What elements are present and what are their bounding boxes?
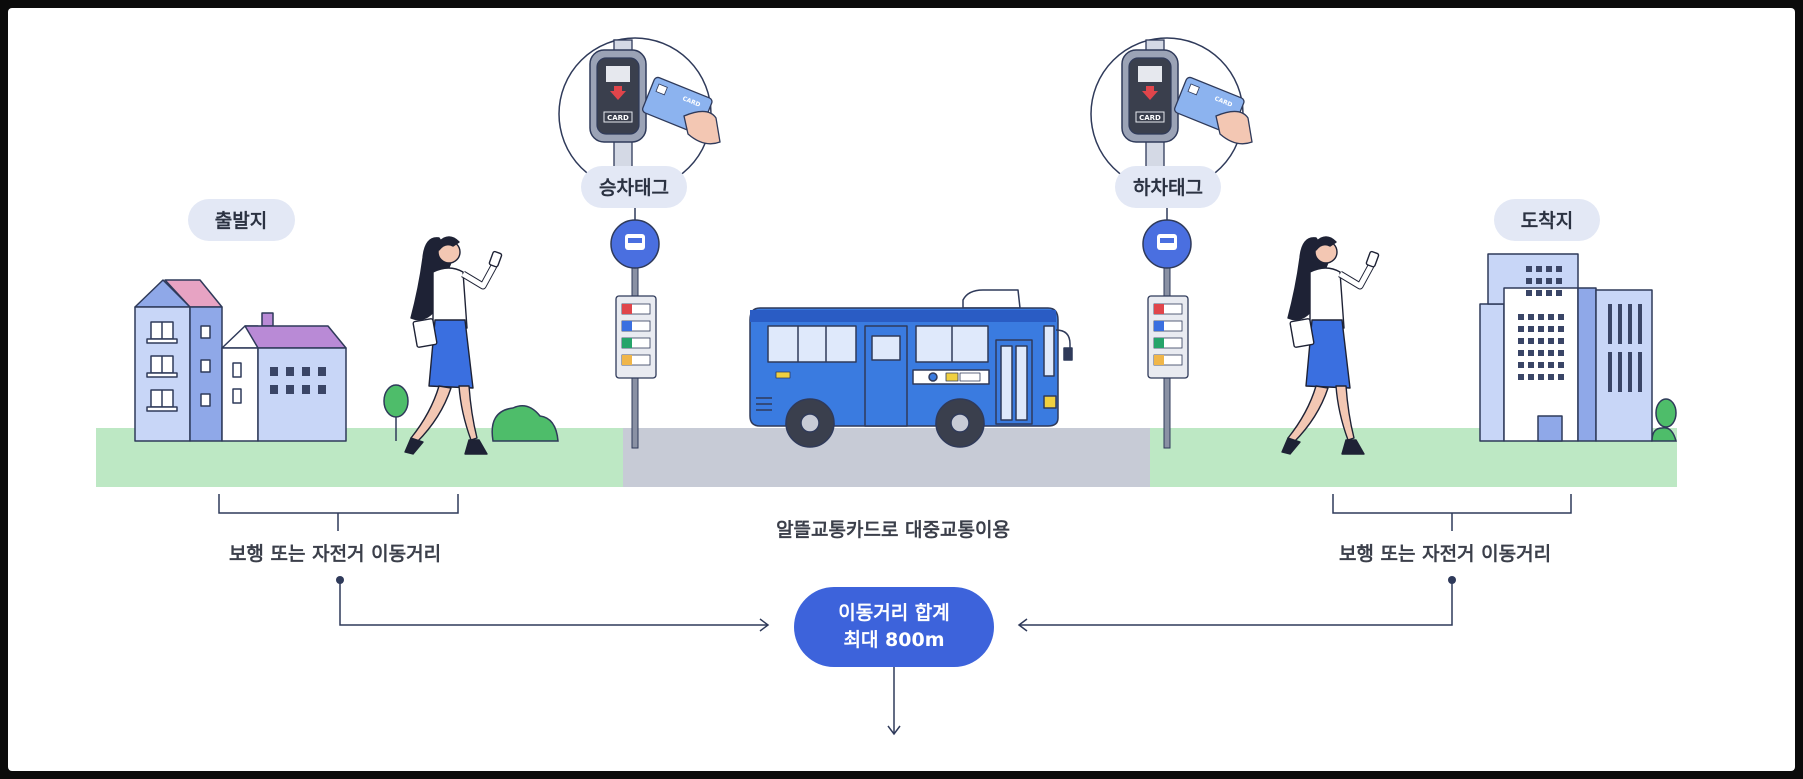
- transit-caption: 알뜰교통카드로 대중교통이용: [776, 519, 1010, 541]
- diagram-svg: CARD CARD 승차태그: [96, 37, 1677, 736]
- arrow-left-icon: [1017, 618, 1028, 632]
- walk-caption-right: 보행 또는 자전거 이동거리: [1339, 543, 1551, 565]
- connector-right: [1017, 576, 1456, 632]
- origin-buildings: [134, 279, 347, 442]
- arrow-down-icon: [887, 725, 901, 736]
- origin-pill: 출발지: [188, 199, 295, 241]
- sum-line-1: 이동거리 합계: [838, 602, 950, 624]
- alight-tag-reader: CARD CARD: [1090, 37, 1253, 191]
- bus-stop-right: [1142, 208, 1192, 449]
- tree-right: [1651, 398, 1677, 442]
- bus-stop-left: [610, 208, 660, 449]
- pedestrian-right: [1281, 236, 1380, 455]
- sum-line-2: 최대 800m: [843, 629, 944, 651]
- board-tag-reader: CARD CARD: [558, 37, 721, 191]
- bracket-left: [218, 494, 459, 531]
- board-tag-label: 승차태그: [599, 177, 669, 199]
- destination-building: [1479, 253, 1653, 442]
- alight-tag-label: 하차태그: [1133, 177, 1203, 199]
- road: [623, 428, 1150, 487]
- pedestrian-left: [404, 236, 503, 455]
- bracket-right: [1332, 494, 1572, 531]
- destination-pill: 도착지: [1494, 199, 1600, 241]
- origin-label: 출발지: [215, 210, 267, 232]
- bus-icon: [749, 289, 1073, 448]
- card-reader-label: CARD: [607, 114, 629, 122]
- card-reader-label-right: CARD: [1139, 114, 1161, 122]
- tree-left: [383, 384, 559, 442]
- connector-down: [887, 667, 901, 736]
- board-tag-pill: 승차태그: [581, 166, 687, 208]
- walk-caption-left: 보행 또는 자전거 이동거리: [229, 543, 441, 565]
- distance-sum-badge: 이동거리 합계 최대 800m: [794, 587, 994, 667]
- connector-left: [336, 576, 770, 632]
- destination-label: 도착지: [1521, 210, 1573, 232]
- diagram-canvas: CARD CARD 승차태그: [8, 8, 1795, 771]
- arrow-right-icon: [759, 618, 770, 632]
- alight-tag-pill: 하차태그: [1115, 166, 1221, 208]
